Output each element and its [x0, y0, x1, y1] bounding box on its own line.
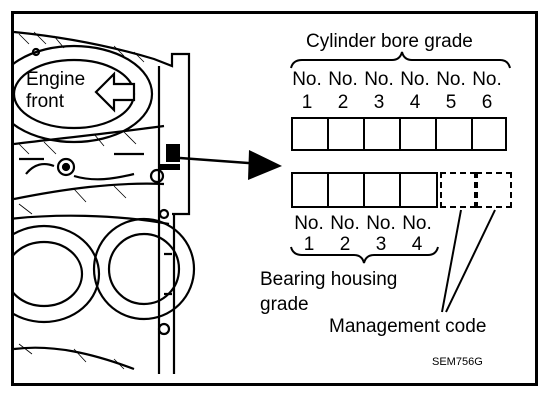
bearing-no-label: No. [402, 213, 432, 234]
engine-front-label-line2: front [26, 91, 65, 112]
cylinder-number: 1 [301, 92, 313, 113]
bearing-grade-box-row [291, 172, 438, 208]
engine-front-label-line1: Engine [26, 69, 86, 90]
bearing-housing-grade-label-line2: grade [260, 294, 309, 315]
box-divider [363, 119, 365, 149]
bearing-no-label: No. [330, 213, 360, 234]
cylinder-number: 5 [445, 92, 457, 113]
bearing-number: 3 [375, 234, 387, 255]
cylinder-no-label: No. [328, 69, 358, 90]
engine-block-drawing [14, 30, 511, 374]
bearing-housing-grade-label-line1: Bearing housing [260, 269, 398, 290]
cylinder-no-label: No. [364, 69, 394, 90]
bearing-no-label: No. [294, 213, 324, 234]
cylinder-no-label: No. [292, 69, 322, 90]
cylinder-grade-box-row [291, 117, 507, 151]
box-divider [399, 174, 401, 206]
bearing-no-label: No. [366, 213, 396, 234]
cylinder-number: 4 [409, 92, 421, 113]
management-code-box [440, 172, 476, 208]
management-code-box [476, 172, 512, 208]
cylinder-number: 2 [337, 92, 349, 113]
cylinder-no-label: No. [436, 69, 466, 90]
box-divider [435, 119, 437, 149]
cylinder-number: 3 [373, 92, 385, 113]
box-divider [327, 119, 329, 149]
figure-code: SEM756G [432, 356, 483, 368]
box-divider [363, 174, 365, 206]
bearing-number: 4 [411, 234, 423, 255]
diagram-frame: Engine front Cylinder bore grade No. No.… [11, 11, 538, 386]
management-code-label: Management code [329, 316, 487, 337]
box-divider [399, 119, 401, 149]
bearing-number: 1 [303, 234, 315, 255]
cylinder-no-label: No. [400, 69, 430, 90]
cylinder-no-label: No. [472, 69, 502, 90]
cylinder-bore-grade-title: Cylinder bore grade [306, 31, 473, 52]
cylinder-number: 6 [481, 92, 493, 113]
box-divider [327, 174, 329, 206]
box-divider [471, 119, 473, 149]
bearing-number: 2 [339, 234, 351, 255]
